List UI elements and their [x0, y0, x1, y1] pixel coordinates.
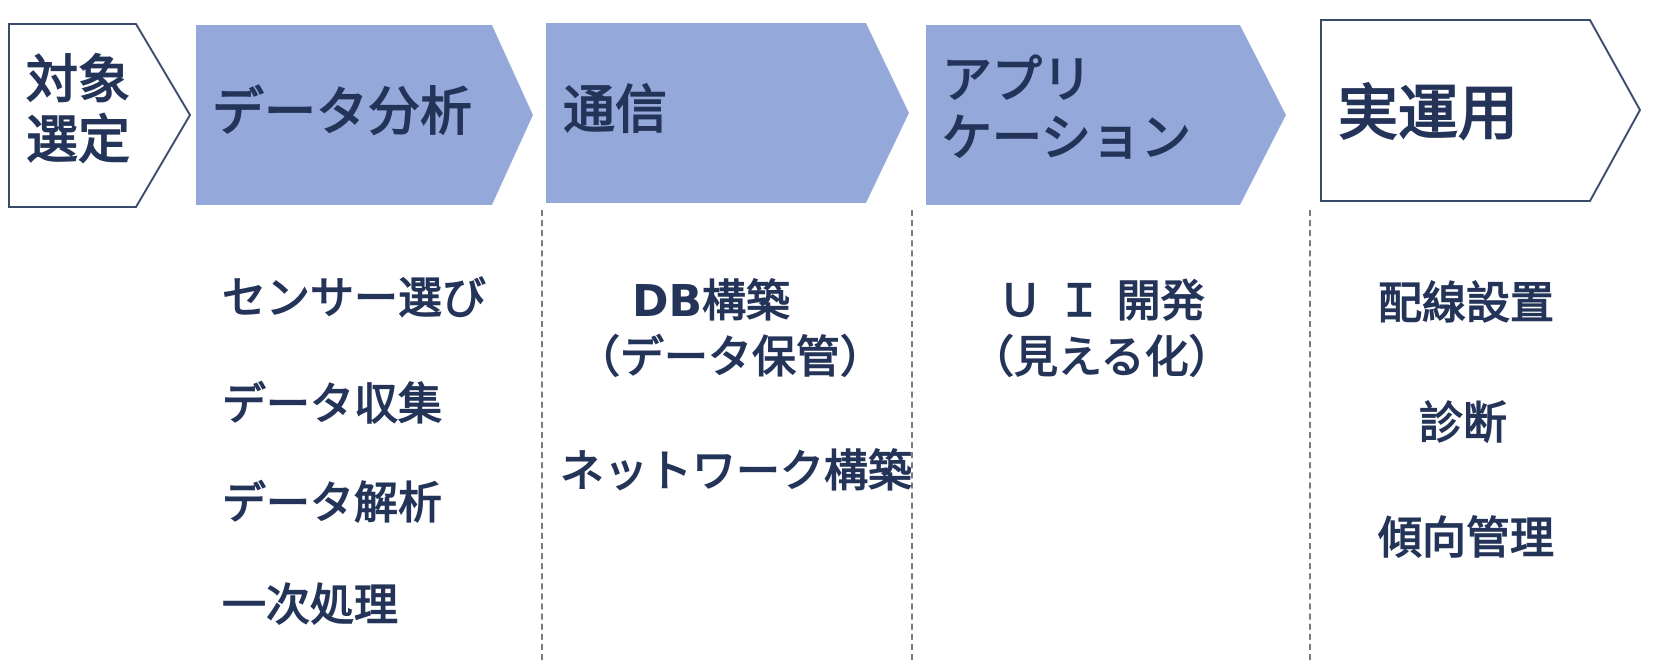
stage-selection-label: 対象 選定 [26, 51, 131, 172]
stage-application-line-1: アプリ [942, 51, 1092, 109]
divider-3 [1309, 210, 1311, 660]
stage-selection-chevron [8, 23, 192, 208]
stage-application-label: アプリ ケーション [942, 51, 1191, 167]
stage-operation-line-1: 実運用 [1338, 79, 1518, 149]
stage-selection-line-2: 選定 [26, 110, 131, 171]
stage-operation-chevron [1320, 19, 1642, 202]
operation-item-trend: 傾向管理 [1378, 513, 1554, 564]
analysis-item-primary: 一次処理 [222, 580, 398, 631]
divider-1 [541, 210, 543, 660]
operation-item-diagnosis: 診断 [1419, 398, 1507, 449]
operation-item-wiring: 配線設置 [1378, 278, 1554, 329]
communication-item-network: ネットワーク構築 [560, 446, 912, 497]
application-item-ui: Ｕ Ｉ 開発 [998, 276, 1205, 327]
divider-2 [911, 210, 913, 660]
stage-application-line-2: ケーション [942, 108, 1191, 167]
stage-communication-line-1: 通信 [563, 81, 668, 141]
analysis-item-analysis: データ解析 [222, 478, 442, 529]
stage-analysis-label: データ分析 [212, 83, 473, 144]
stage-communication-chevron [546, 23, 909, 203]
analysis-item-collection: データ収集 [222, 379, 442, 430]
stage-communication-label: 通信 [563, 81, 668, 142]
stage-analysis-chevron [196, 25, 533, 205]
stage-selection-line-1: 対象 [26, 51, 131, 111]
communication-item-db: DB構築 [632, 276, 791, 327]
stage-application-chevron [926, 25, 1286, 205]
stage-operation-label: 実運用 [1338, 80, 1518, 149]
analysis-item-sensor: センサー選び [222, 273, 486, 324]
application-item-visualize: （見える化） [970, 332, 1233, 383]
communication-item-db-note: （データ保管） [576, 332, 884, 383]
stage-analysis-line-1: データ分析 [212, 83, 473, 143]
